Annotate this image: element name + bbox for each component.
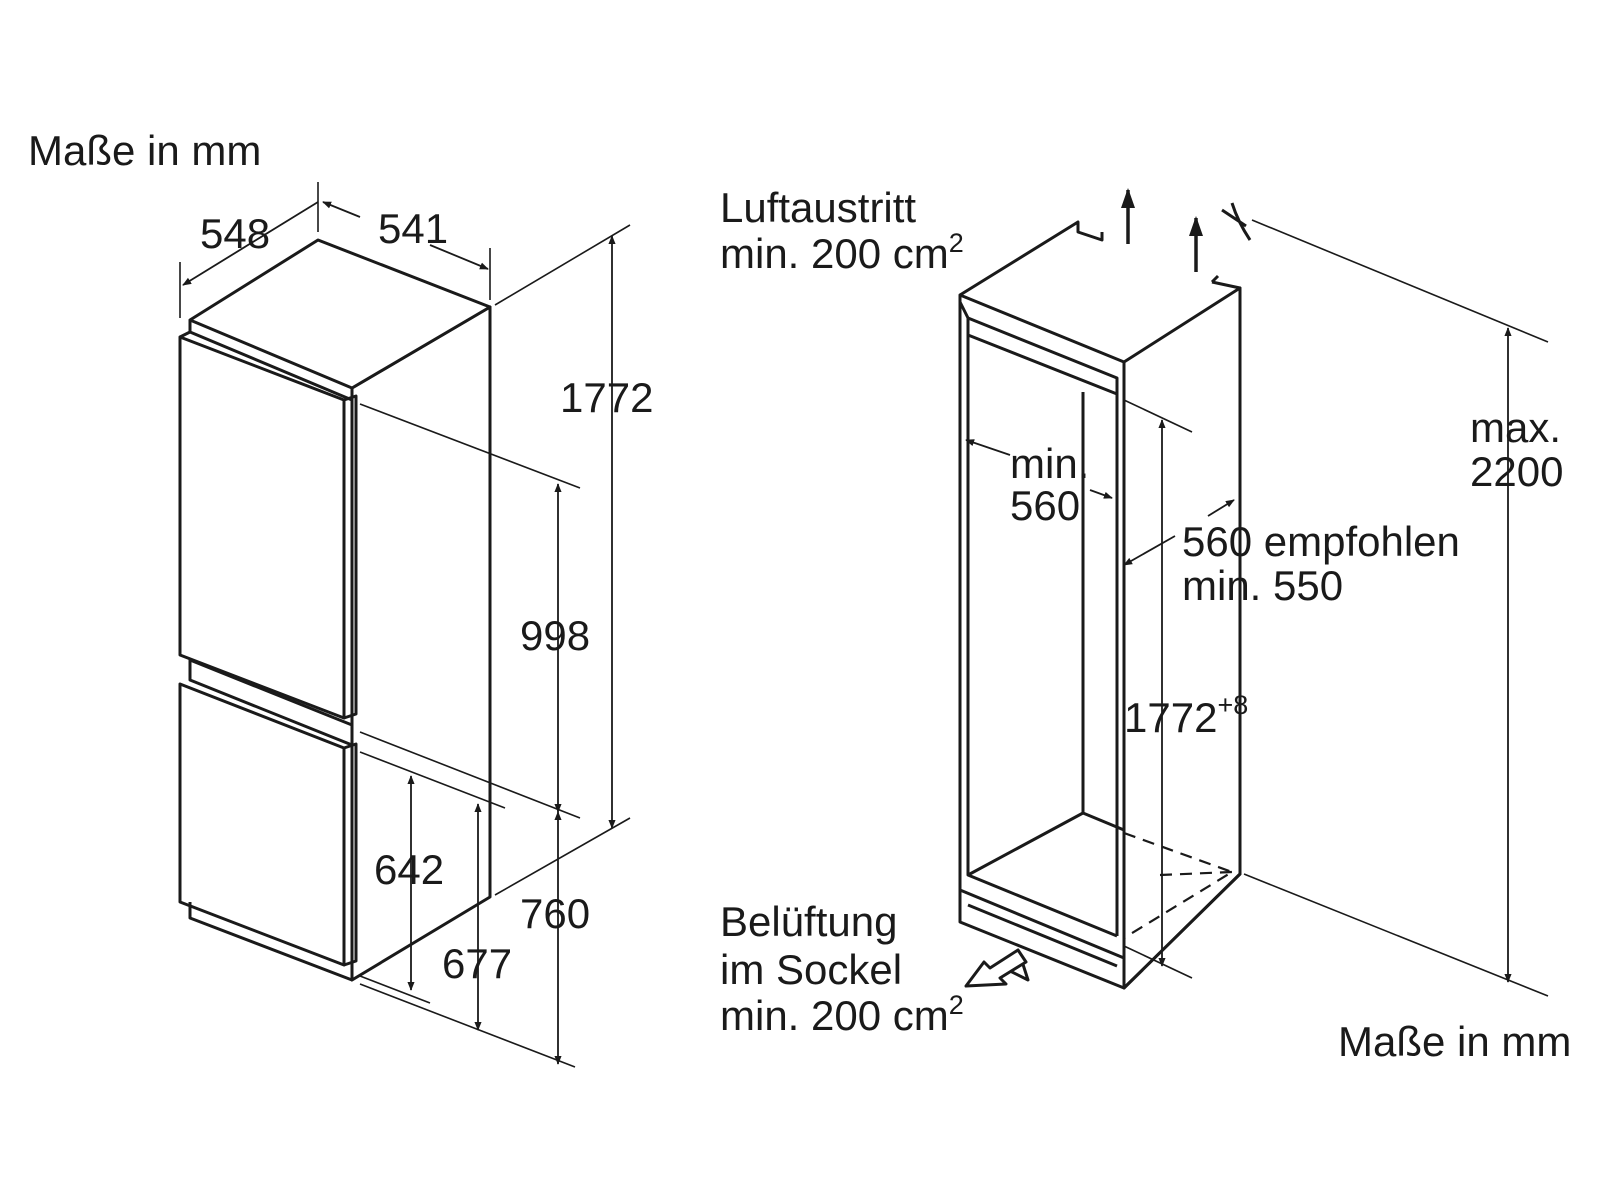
width-548-arrow	[182, 201, 319, 286]
niche-width-arrow-right	[1089, 489, 1113, 499]
niche-inner-front-left	[966, 335, 1118, 938]
height-1772-label: 1772	[560, 374, 653, 421]
niche-front-frame	[958, 293, 1126, 990]
left-dimension-arrows	[182, 201, 616, 1065]
air-outlet-arrows	[1121, 188, 1203, 272]
height-limit-symbol	[1221, 202, 1252, 241]
ventilation-label-line3: min. 200 cm2	[720, 990, 964, 1039]
niche-back-top	[959, 220, 1104, 297]
niche-depth-arrow-right	[1207, 499, 1235, 517]
appliance-top-face	[188, 238, 492, 390]
niche-plinth-inner	[967, 903, 1118, 968]
max-height-label-line2: 2200	[1470, 448, 1563, 495]
niche-depth-arrow-left	[1123, 535, 1176, 566]
lower-677-label: 677	[442, 940, 512, 987]
upper-998-label: 998	[520, 612, 590, 659]
ventilation-inlet-arrow-shape	[964, 948, 1028, 988]
niche-width-label-line2: 560	[1010, 482, 1080, 529]
appliance-drawing	[178, 238, 492, 982]
ventilation-label-line1: Belüftung	[720, 898, 897, 945]
right-extension-lines	[1123, 219, 1549, 997]
lower-door-edge	[343, 742, 358, 967]
niche-top-right	[1122, 280, 1242, 990]
niche-width-label-line1: min.	[1010, 440, 1089, 487]
right-dimension-arrows	[965, 327, 1512, 983]
niche-drawing	[958, 220, 1242, 990]
niche-depth-label-line2: min. 550	[1182, 562, 1343, 609]
air-outlet-label-line1: Luftaustritt	[720, 184, 916, 231]
appliance-plinth	[188, 902, 353, 982]
left-extension-lines	[179, 182, 631, 1068]
lower-642-label: 642	[374, 846, 444, 893]
right-units-label: Maße in mm	[1338, 1018, 1571, 1065]
lower-760-label: 760	[520, 890, 590, 937]
niche-floor-back	[967, 811, 1084, 877]
niche-inner-left-edge	[958, 301, 970, 319]
depth-541-arrow-right	[429, 244, 489, 270]
upper-door-edge	[343, 394, 358, 720]
depth-541-label: 541	[378, 205, 448, 252]
left-units-label: Maße in mm	[28, 127, 261, 174]
upper-door-top-corner	[179, 330, 191, 339]
niche-right-wall	[1122, 286, 1242, 990]
air-outlet-label-line2: min. 200 cm2	[720, 228, 964, 277]
width-548-label: 548	[200, 210, 270, 257]
niche-floor-dashed	[1123, 831, 1235, 939]
niche-plinth-front	[959, 888, 1125, 960]
niche-depth-label-line1: 560 empfohlen	[1182, 518, 1460, 565]
depth-541-arrow-left	[322, 201, 361, 218]
niche-width-arrow-left	[965, 439, 1011, 456]
niche-height-label: 1772+8	[1124, 690, 1248, 741]
ventilation-label-line2: im Sockel	[720, 946, 902, 993]
max-height-label-line1: max.	[1470, 404, 1561, 451]
upper-door-front	[178, 335, 346, 720]
